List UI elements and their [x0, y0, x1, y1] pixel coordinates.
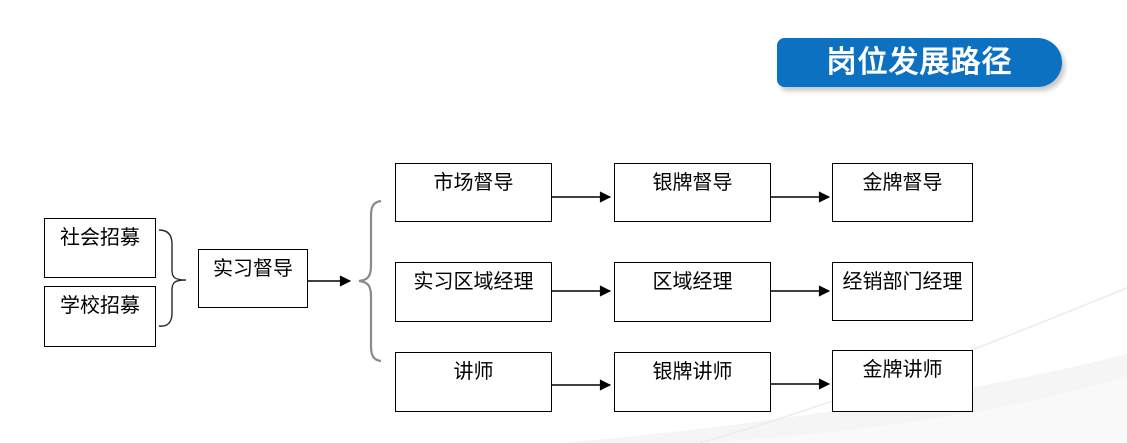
node-silver-supervisor: 银牌督导: [614, 163, 771, 222]
node-intern-supervisor: 实习督导: [198, 249, 308, 308]
node-label: 学校招募: [60, 295, 140, 317]
split-brace-icon: [358, 199, 382, 363]
node-distribution-dept-manager: 经销部门经理: [832, 262, 973, 321]
node-school-recruitment: 学校招募: [44, 286, 156, 347]
node-gold-lecturer: 金牌讲师: [832, 350, 973, 412]
node-label: 金牌督导: [862, 172, 943, 194]
node-lecturer: 讲师: [395, 352, 552, 412]
node-social-recruitment: 社会招募: [44, 218, 156, 278]
node-label: 经销部门经理: [842, 271, 963, 293]
node-silver-lecturer: 银牌讲师: [614, 352, 771, 412]
node-label: 区域经理: [652, 271, 733, 293]
node-label: 金牌讲师: [862, 359, 943, 381]
node-label: 社会招募: [60, 227, 140, 249]
node-label: 实习督导: [213, 258, 293, 280]
node-intern-regional-manager: 实习区域经理: [395, 262, 552, 322]
node-gold-supervisor: 金牌督导: [832, 163, 973, 222]
node-label: 银牌督导: [652, 172, 733, 194]
node-label: 实习区域经理: [413, 271, 534, 293]
node-market-supervisor: 市场督导: [395, 163, 552, 222]
node-regional-manager: 区域经理: [614, 262, 771, 322]
page-title: 岗位发展路径: [826, 45, 1013, 79]
merge-brace-icon: [158, 229, 187, 327]
node-label: 讲师: [453, 361, 494, 383]
page-title-banner: 岗位发展路径: [777, 38, 1062, 87]
node-label: 银牌讲师: [652, 361, 733, 383]
node-label: 市场督导: [433, 172, 514, 194]
